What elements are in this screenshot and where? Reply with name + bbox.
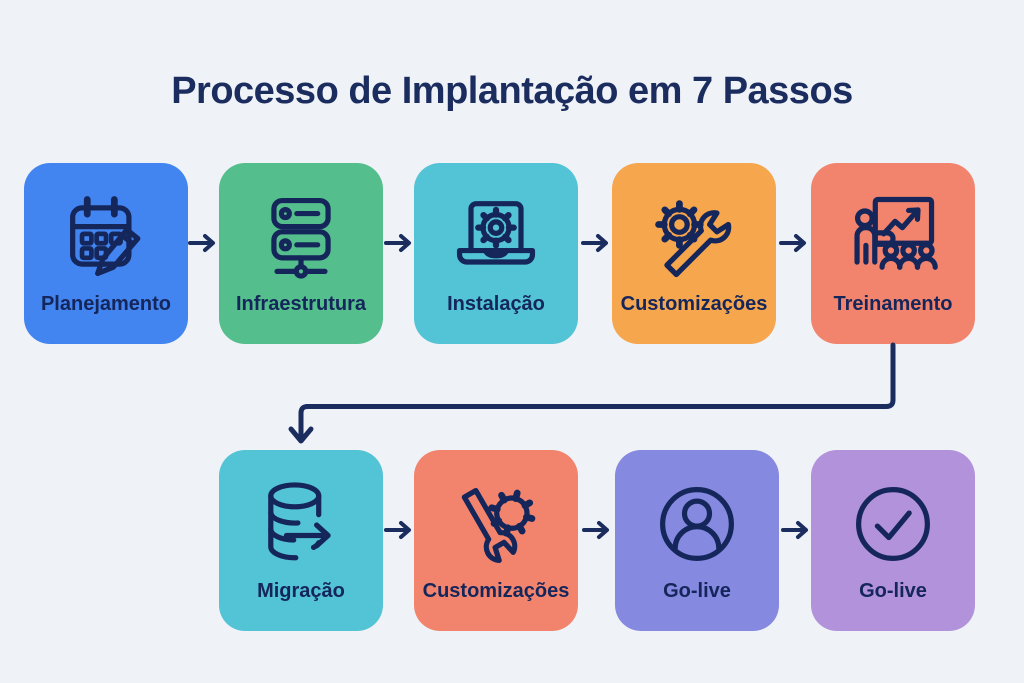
flow-arrow-icon <box>582 521 609 539</box>
step-card-treinamento: Treinamento <box>811 163 975 344</box>
server-network-icon <box>251 183 351 291</box>
calendar-pencil-icon <box>56 183 156 291</box>
step-card-customizacoes-2: Customizações <box>414 450 578 631</box>
step-label: Go-live <box>663 580 731 602</box>
flow-arrow-icon <box>779 234 806 252</box>
step-card-golive-2: Go-live <box>811 450 975 631</box>
step-card-infraestrutura: Infraestrutura <box>219 163 383 344</box>
flow-arrow-icon <box>781 521 808 539</box>
step-label: Customizações <box>620 293 768 315</box>
laptop-gear-icon <box>446 183 546 291</box>
step-card-migracao: Migração <box>219 450 383 631</box>
flow-arrow-icon <box>581 234 608 252</box>
page-title: Processo de Implantação em 7 Passos <box>171 70 853 112</box>
gear-wrench-cross-icon <box>446 470 546 578</box>
step-card-planejamento: Planejamento <box>24 163 188 344</box>
step-label: Customizações <box>422 580 570 602</box>
step-label: Go-live <box>859 580 927 602</box>
step-label: Migração <box>257 580 345 602</box>
step-label: Instalação <box>447 293 545 315</box>
step-label: Treinamento <box>833 293 953 315</box>
step-card-golive-1: Go-live <box>615 450 779 631</box>
database-arrow-icon <box>251 470 351 578</box>
trainer-chart-icon <box>843 183 943 291</box>
step-label: Infraestrutura <box>235 293 367 315</box>
person-circle-icon <box>647 470 747 578</box>
step-card-instalacao: Instalação <box>414 163 578 344</box>
flow-arrow-icon <box>384 234 411 252</box>
check-circle-icon <box>843 470 943 578</box>
flow-arrow-icon <box>188 234 215 252</box>
step-card-customizacoes-1: Customizações <box>612 163 776 344</box>
gear-wrench-icon <box>644 183 744 291</box>
step-label: Planejamento <box>40 293 172 315</box>
flow-arrow-icon <box>384 521 411 539</box>
